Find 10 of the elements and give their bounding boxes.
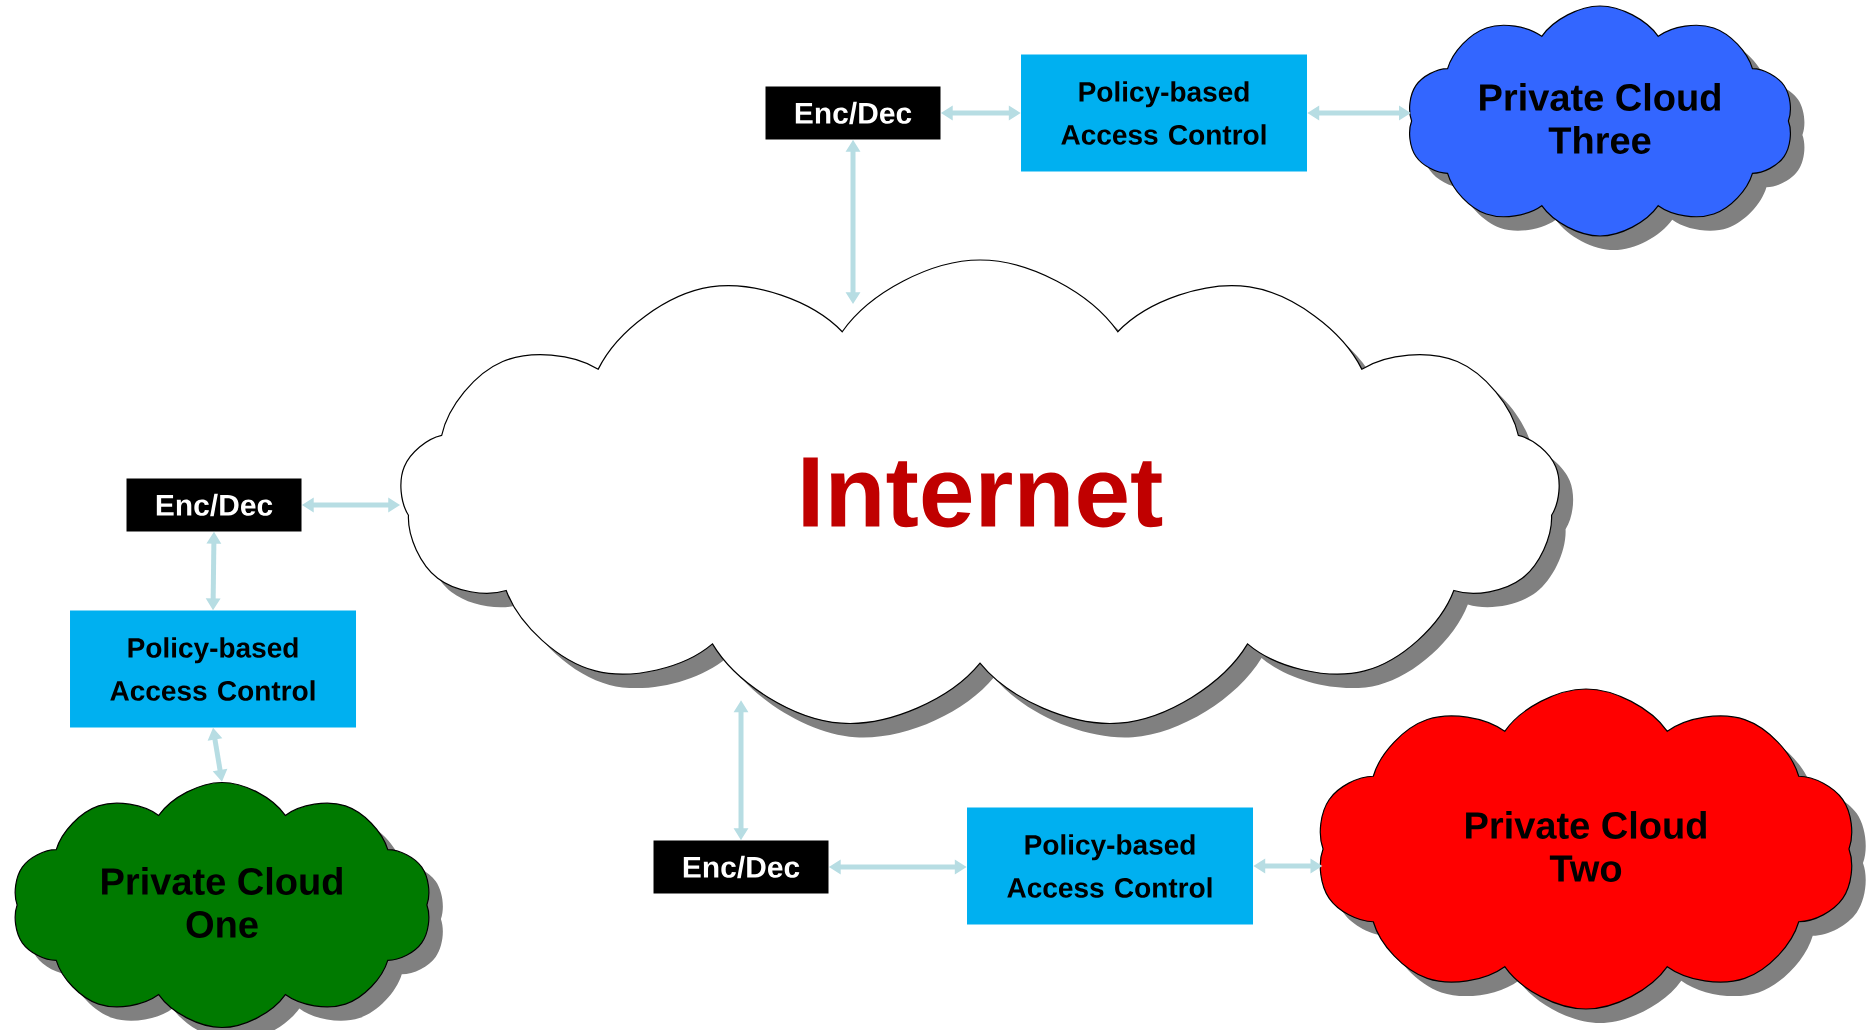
private-cloud: Private Cloud Three: [1409, 5, 1805, 250]
encryption-box: Enc/Dec: [653, 840, 829, 894]
access-control-box: Policy-based Access Control: [1021, 54, 1307, 172]
access-control-box: Policy-based Access Control: [70, 610, 356, 728]
private-cloud: Private Cloud Two: [1319, 688, 1866, 1023]
encryption-box: Enc/Dec: [765, 86, 941, 140]
internet-cloud: Internet: [400, 259, 1574, 738]
private-cloud: Private Cloud One: [14, 781, 443, 1030]
access-control-box: Policy-based Access Control: [967, 807, 1253, 925]
encryption-box: Enc/Dec: [126, 478, 302, 532]
